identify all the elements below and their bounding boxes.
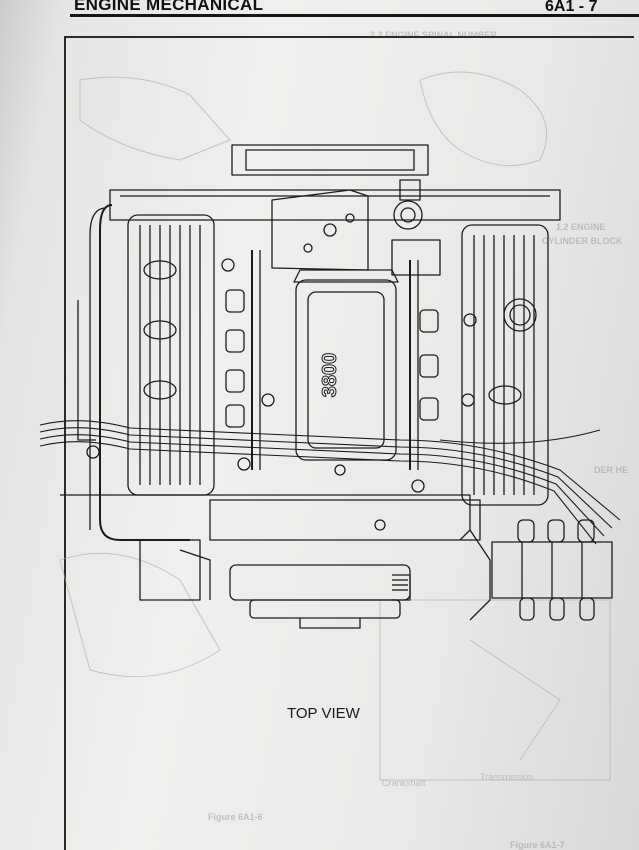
section-title: ENGINE MECHANICAL (74, 0, 264, 14)
air-cleaner-housing (231, 144, 429, 176)
fuel-injectors-left (225, 289, 245, 428)
bleed-text: 2.2 ENGINE SPINAL NUMBER (370, 30, 497, 40)
figure-frame (64, 36, 634, 850)
page-number: 6A1 - 7 (545, 0, 598, 15)
figure-caption: TOP VIEW (287, 705, 360, 722)
bleed-text: Transmission (480, 772, 534, 782)
spark-plug-wires (39, 420, 621, 545)
bleed-text: Crankshaft (382, 778, 426, 788)
bolt-heads (86, 258, 477, 531)
ignition-coil-pack (491, 519, 613, 621)
bleed-sketch (59, 71, 611, 781)
bleed-text: 1.2 ENGINE (556, 222, 606, 232)
crankshaft-pulley (229, 564, 411, 601)
header-rule (70, 0, 639, 17)
bleed-text: DER HE (594, 465, 629, 475)
intake-manifold (293, 269, 399, 461)
right-rocker-cover (461, 224, 549, 506)
bleed-text: Figure 6A1-7 (510, 840, 565, 850)
engine-badge-3800: 3800 (319, 353, 341, 398)
left-rocker-cover (127, 214, 215, 496)
fuel-injectors-right (419, 309, 439, 421)
bleed-text: Figure 6A1-6 (208, 812, 263, 822)
bleed-text: CYLINDER BLOCK (542, 236, 623, 246)
oil-filler-cap (503, 298, 537, 332)
